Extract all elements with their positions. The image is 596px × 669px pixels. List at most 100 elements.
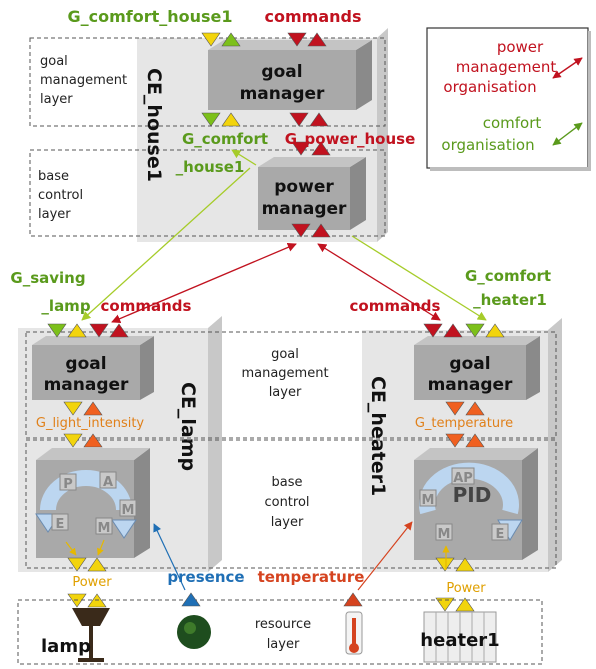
heater-base-top-triangles (445, 433, 485, 448)
middle-goal-layer-2: management (241, 366, 328, 381)
house-base-layer-label-2: control (38, 188, 83, 203)
lamp-power-label: Power (72, 575, 112, 590)
lamp-base-out-arrow-2 (97, 539, 105, 556)
heater-g-temperature-label: G_temperature (415, 416, 513, 431)
lamp-commands-label: commands (101, 297, 192, 315)
lamp-top-port-triangles (47, 323, 129, 338)
lamp-goal-manager-label-1: goal (65, 354, 106, 374)
goal-management-band (25, 331, 557, 439)
middle-base-layer-1: base (272, 475, 303, 490)
legend-comfort-arrow (552, 122, 583, 146)
temperature-arrow (357, 521, 413, 591)
middle-base-layer-3: layer (271, 515, 304, 530)
temperature-triangle (343, 592, 363, 607)
comfort-arrow-house-to-lamp (81, 167, 251, 321)
lamp-base-top-triangles (63, 433, 103, 448)
house-power-manager: power manager (258, 157, 366, 230)
heater-top-port-triangles (423, 323, 505, 338)
legend-comfort-label-1: comfort (483, 114, 542, 132)
lamp-goal-manager-bottom-triangles (63, 401, 103, 416)
house-g-power-label: G_power_house (285, 130, 416, 148)
heater-bottom-triangles (435, 557, 475, 572)
resource-layer-label-2: layer (267, 637, 300, 652)
heater-commands-label: commands (350, 297, 441, 315)
lamp-mape-p: P (63, 477, 73, 492)
lamp-name: CE_lamp (177, 382, 199, 471)
lamp-resource-label: lamp (41, 636, 91, 657)
heater-pid-m2: M (438, 527, 451, 542)
lamp-mape-m1: M (122, 503, 135, 518)
presence-triangle (181, 592, 201, 607)
heater-goal-manager: goal manager (414, 336, 540, 400)
heater-goal-manager-label-2: manager (428, 375, 513, 395)
heater-power-label: Power (446, 581, 486, 596)
middle-goal-layer-3: layer (269, 385, 302, 400)
house-goal-manager: goal manager (208, 40, 372, 110)
legend-comfort-label-2: organisation (441, 136, 534, 154)
heater-resource-label: heater1 (420, 630, 499, 651)
heater-pid-m1: M (422, 493, 435, 508)
lamp-mape-cycle-icon (40, 470, 132, 511)
house-goal-manager-label-1: goal (261, 62, 302, 82)
house-goal-layer-label-2: management (40, 73, 127, 88)
house-g-comfort-label-1: G_comfort (182, 130, 268, 148)
heater-goal-manager-bottom-triangles (445, 401, 485, 416)
lamp-mape-controller: P A M E M (35, 448, 150, 558)
house-name: CE_house1 (143, 68, 165, 182)
house-power-manager-top-triangles (291, 141, 331, 156)
heater-pid-controller: AP PID M M E (414, 448, 538, 560)
lamp-g-light-label: G_light_intensity (36, 416, 145, 431)
house-base-layer-label-1: base (38, 169, 69, 184)
house-power-manager-label-2: manager (262, 199, 347, 219)
radiator-icon (423, 611, 497, 663)
house-goal-layer-label-1: goal (40, 54, 68, 69)
house-power-manager-label-1: power (274, 177, 334, 197)
house-g-comfort-label-2: _house1 (176, 158, 245, 176)
legend-power-label-3: organisation (443, 78, 536, 96)
temperature-label: temperature (258, 568, 365, 586)
house-goal-layer-label-3: layer (40, 92, 73, 107)
house-goal-manager-label-2: manager (240, 84, 325, 104)
house-base-layer-label-3: layer (38, 207, 71, 222)
heater-power-triangles (435, 597, 475, 612)
heater-pid-ap: AP (453, 471, 473, 486)
heater-pid-e: E (496, 527, 505, 542)
power-arrow-house-to-lamp (111, 243, 297, 323)
lamp-g-saving-label-1: G_saving (10, 269, 85, 287)
house-comfort-internal-arrow (231, 149, 257, 166)
house-power-manager-bottom-triangles (291, 223, 331, 238)
lamp-mape-e: E (56, 517, 65, 532)
legend-power-arrow (552, 57, 583, 79)
power-arrow-house-to-heater (317, 243, 441, 321)
lamp-mape-a: A (103, 475, 113, 490)
middle-base-layer-2: control (264, 495, 309, 510)
lamp-base-out-arrow-1 (65, 541, 77, 556)
lamp-mape-m2: M (98, 521, 111, 536)
house-top-port-triangles (201, 32, 327, 47)
thermometer-icon (345, 611, 363, 655)
house-goal-manager-bottom-triangles (201, 112, 329, 127)
house-top-commands-label: commands (265, 7, 362, 26)
legend-power-label-2: management (456, 58, 557, 76)
lamp-bottom-triangles (67, 557, 107, 572)
lamp-goal-manager: goal manager (32, 336, 154, 400)
heater-g-comfort-label-1: G_comfort (465, 267, 551, 285)
middle-goal-layer-1: goal (271, 347, 299, 362)
comfort-arrow-house-to-heater (351, 235, 487, 321)
presence-arrow (153, 523, 186, 591)
heater-name: CE_heater1 (367, 376, 389, 496)
resource-layer-band (17, 599, 543, 665)
lamp-power-triangles (67, 593, 107, 608)
presence-label: presence (167, 568, 244, 586)
heater-pid-label: PID (453, 483, 492, 507)
heater-goal-manager-label-1: goal (449, 354, 490, 374)
legend-power-label-1: power (497, 38, 544, 56)
heater-g-comfort-label-2: _heater1 (473, 291, 547, 309)
legend: power management organisation comfort or… (426, 27, 591, 171)
house-top-goal-label: G_comfort_house1 (67, 7, 232, 26)
presence-sensor-detail (184, 622, 196, 634)
lamp-goal-manager-label-2: manager (44, 375, 129, 395)
resource-layer-label-1: resource (255, 617, 311, 632)
lamp-icon (72, 608, 110, 662)
